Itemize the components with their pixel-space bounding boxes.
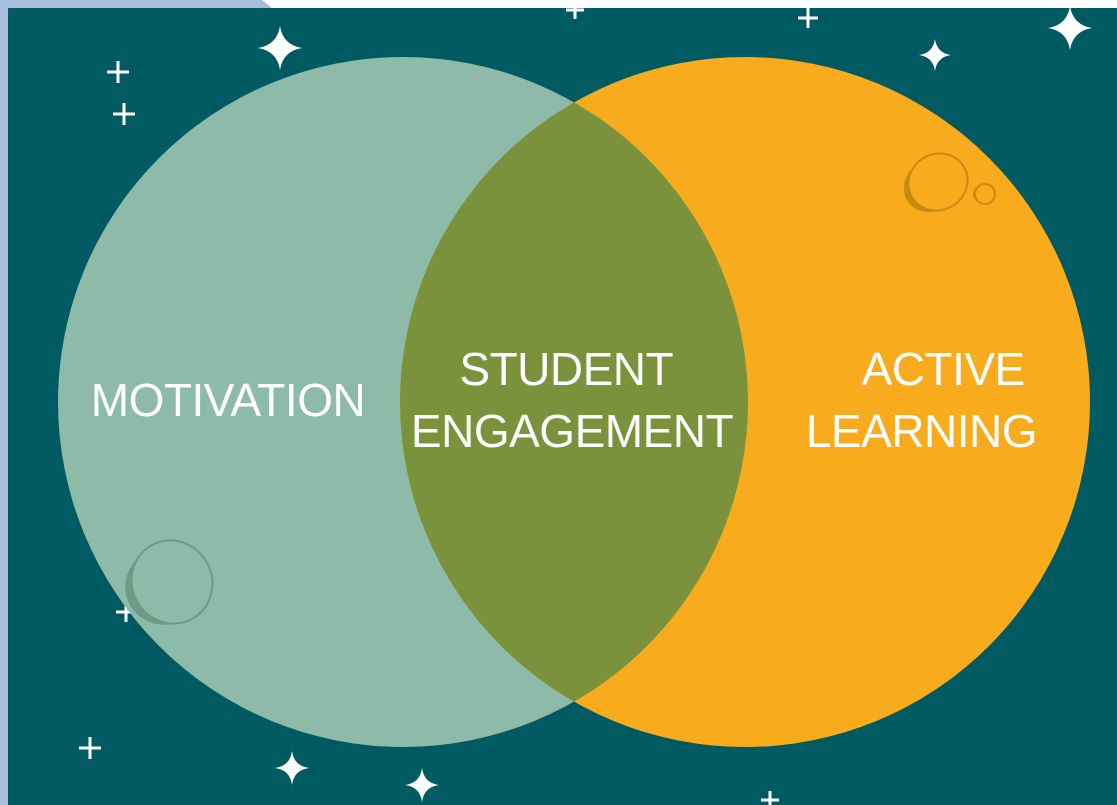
moon-crater-icon <box>125 539 214 625</box>
plus-star-icon <box>566 1 584 19</box>
sparkle-star-icon <box>275 751 309 785</box>
plus-star-icon <box>116 602 136 622</box>
active-learning-label-line-2: LEARNING <box>806 405 1037 457</box>
active-learning-label: ACTIVE LEARNING <box>806 343 1037 457</box>
plus-star-icon <box>107 61 129 83</box>
motivation-label: MOTIVATION <box>91 374 365 426</box>
plus-star-icon <box>79 737 101 759</box>
sparkle-star-icon <box>919 39 951 71</box>
student-engagement-label: STUDENT ENGAGEMENT <box>411 343 734 457</box>
motivation-label-line: MOTIVATION <box>91 374 365 426</box>
sparkle-star-icon <box>1048 6 1092 50</box>
active-learning-label-line-1: ACTIVE <box>862 343 1025 395</box>
top-left-corner-accent <box>0 0 272 8</box>
sparkle-star-icon <box>258 26 302 70</box>
student-engagement-label-line-2: ENGAGEMENT <box>411 405 734 457</box>
plus-star-icon <box>761 791 779 805</box>
plus-star-icon <box>113 103 135 125</box>
moon-crater-icon <box>973 183 996 205</box>
stars-group <box>79 1 1092 805</box>
plus-star-icon <box>798 8 818 28</box>
student-engagement-label-line-1: STUDENT <box>459 343 673 395</box>
sparkle-star-icon <box>405 768 439 802</box>
student-engagement-overlap <box>400 57 748 747</box>
moon-crater-icon <box>903 152 969 213</box>
